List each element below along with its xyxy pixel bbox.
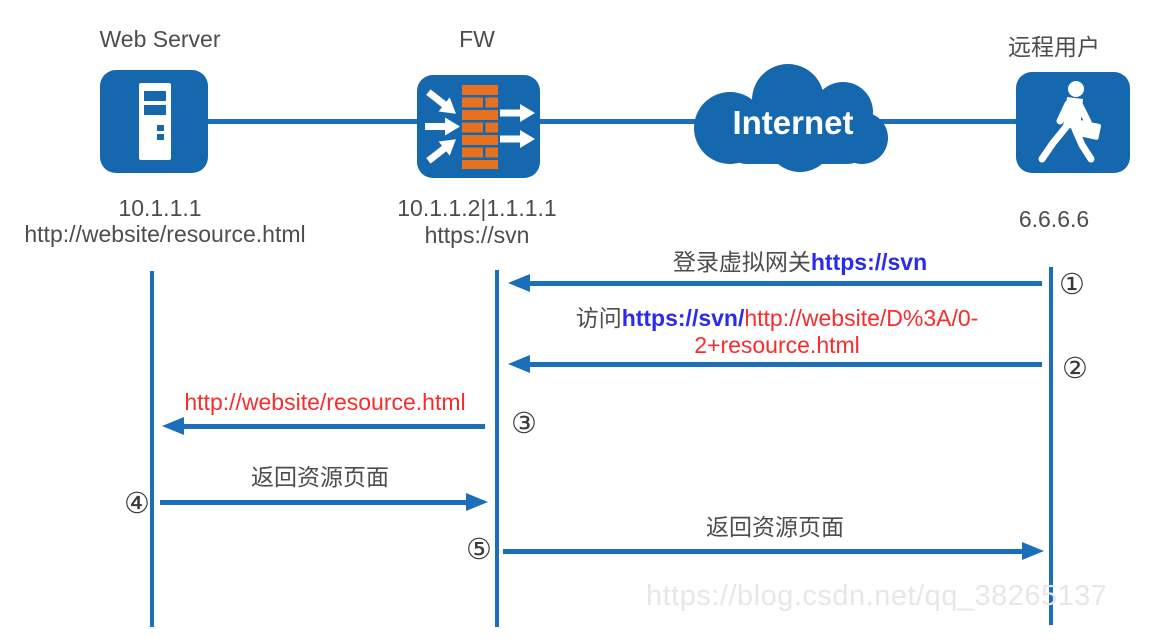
remote-user-title: 远程用户	[1008, 34, 1100, 60]
message-1-label: 登录虚拟网关https://svn	[600, 249, 1000, 276]
message-2-label: 访问https://svn/http://website/D%3A/0- 2+r…	[527, 305, 1027, 359]
step-1-badge: ①	[1059, 269, 1085, 301]
arrow-head-left-icon	[508, 355, 530, 373]
remote-user-node	[1016, 72, 1130, 173]
message-2-link: https://svn/	[621, 305, 745, 331]
remote-user-ip: 6.6.6.6	[1018, 206, 1090, 232]
step-3-badge: ③	[511, 408, 537, 440]
step-4-badge: ④	[124, 488, 150, 520]
firewall-node	[417, 75, 540, 178]
server-icon	[139, 83, 171, 160]
message-3-label: http://website/resource.html	[160, 389, 490, 416]
message-5-label: 返回资源页面	[620, 514, 930, 541]
message-5-text: 返回资源页面	[706, 514, 844, 540]
arrow-head-left-icon	[508, 274, 530, 292]
message-1-link: https://svn	[810, 249, 928, 275]
message-2-url-line2: 2+resource.html	[694, 332, 860, 358]
watermark-text: https://blog.csdn.net/qq_38265137	[646, 580, 1108, 612]
message-2-arrow	[508, 355, 1042, 373]
web-server-node	[100, 70, 208, 173]
firewall-brick-wall-icon	[422, 85, 535, 169]
internet-cloud: Internet	[680, 60, 906, 176]
lifeline-firewall	[495, 270, 499, 627]
message-3-url: http://website/resource.html	[184, 389, 466, 415]
lifeline-web-server	[150, 271, 154, 627]
message-4-arrow	[160, 493, 488, 511]
firewall-title: FW	[459, 26, 495, 52]
message-1-arrow	[508, 274, 1042, 292]
arrow-head-right-icon	[466, 493, 488, 511]
arrow-head-right-icon	[1022, 542, 1044, 560]
topology-link-line	[154, 119, 1054, 124]
step-5-badge: ⑤	[466, 534, 492, 566]
web-server-url: http://website/resource.html	[24, 221, 306, 247]
lifeline-remote-user	[1049, 267, 1053, 625]
arrow-head-left-icon	[162, 417, 184, 435]
firewall-ip: 10.1.1.2|1.1.1.1	[397, 195, 557, 221]
message-3-arrow	[162, 417, 485, 435]
web-server-title: Web Server	[99, 26, 221, 52]
message-4-text: 返回资源页面	[251, 464, 389, 490]
message-4-label: 返回资源页面	[170, 464, 470, 491]
message-5-arrow	[503, 542, 1044, 560]
internet-label: Internet	[732, 104, 853, 141]
step-2-badge: ②	[1062, 353, 1088, 385]
walking-user-icon	[1038, 81, 1102, 163]
message-2-url-line1: http://website/D%3A/0-	[744, 305, 979, 331]
message-1-text: 登录虚拟网关	[672, 249, 811, 275]
cloud-icon: Internet	[694, 64, 888, 172]
firewall-url: https://svn	[424, 222, 530, 248]
message-2-text: 访问	[575, 305, 622, 331]
web-server-ip: 10.1.1.1	[118, 195, 202, 221]
